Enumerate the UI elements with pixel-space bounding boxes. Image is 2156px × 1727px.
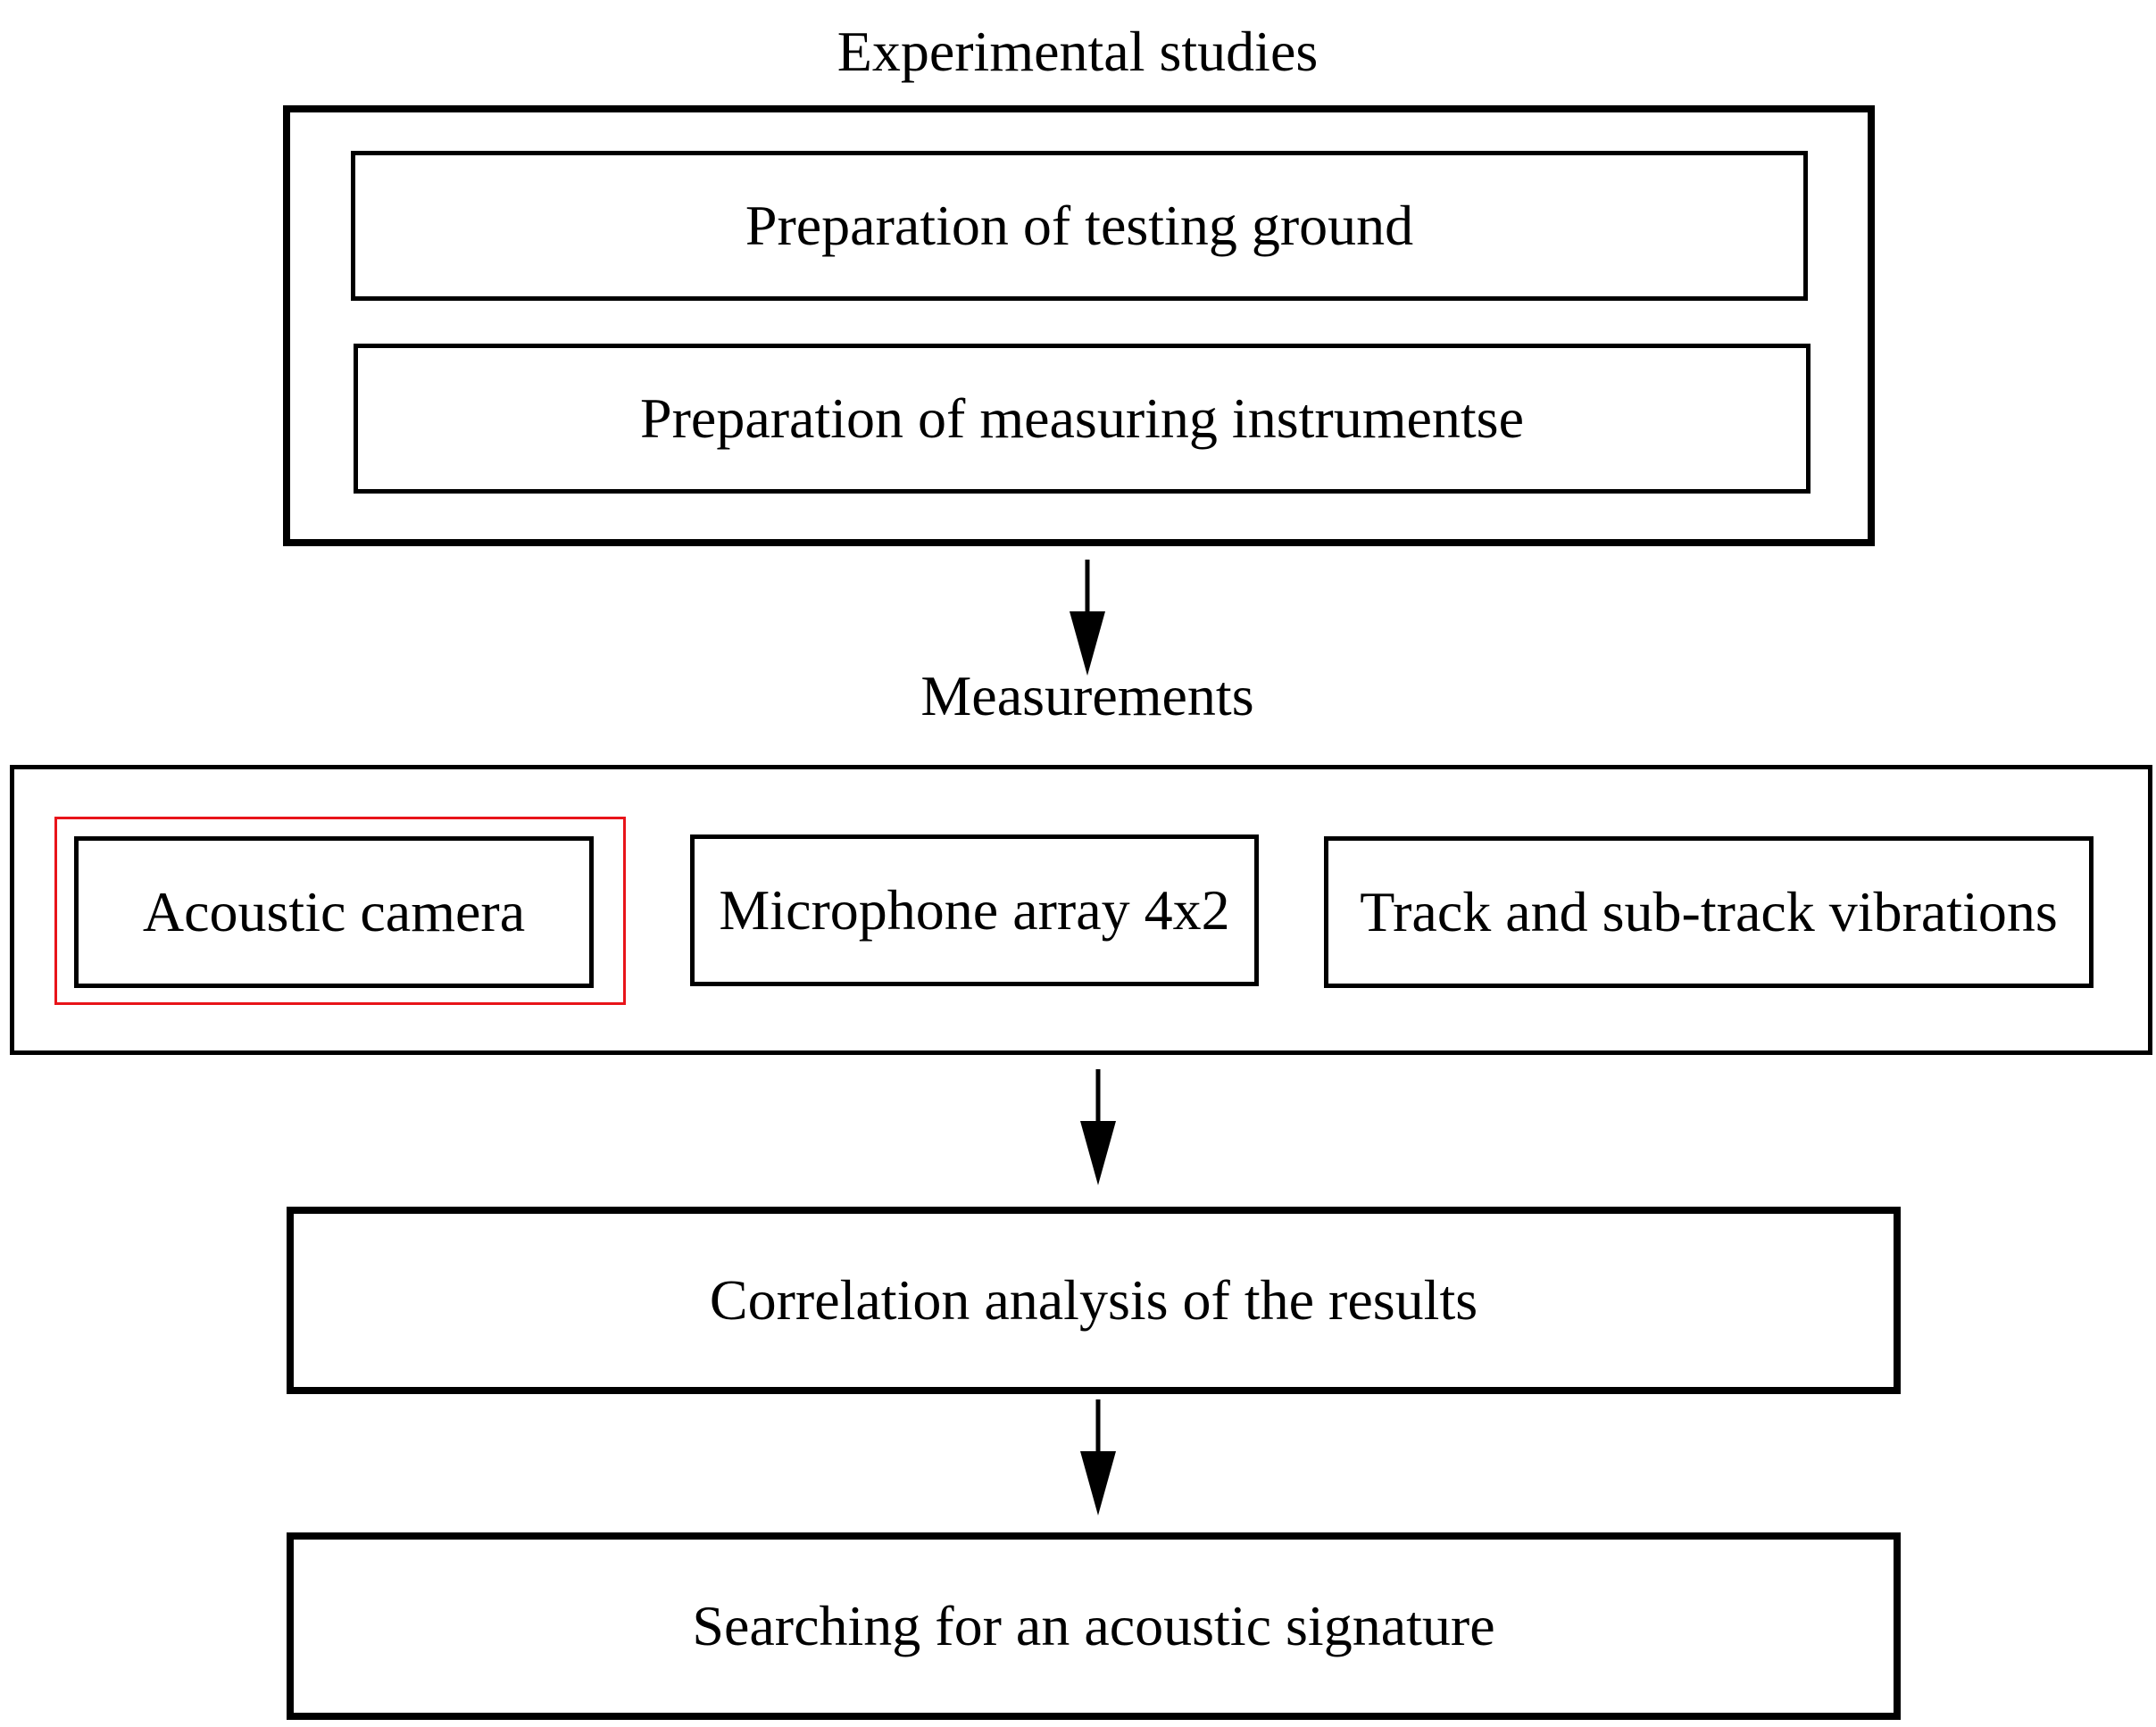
acoustic-camera-highlight xyxy=(54,817,626,1005)
testing-ground-label: Preparation of testing ground xyxy=(745,194,1414,257)
microphone-array-label: Microphone array 4x2 xyxy=(719,878,1230,942)
measuring-instruments-box: Preparation of measuring instrumentse xyxy=(354,344,1811,494)
testing-ground-box: Preparation of testing ground xyxy=(351,151,1808,301)
arrow-correlation-to-signature xyxy=(1080,1399,1116,1515)
correlation-analysis-box: Correlation analysis of the results xyxy=(287,1207,1901,1394)
track-vibrations-box: Track and sub-track vibrations xyxy=(1324,836,2094,988)
experimental-studies-title: Experimental studies xyxy=(837,20,1319,83)
measurements-title: Measurements xyxy=(920,664,1254,727)
microphone-array-box: Microphone array 4x2 xyxy=(690,834,1259,986)
acoustic-signature-box: Searching for an acoustic signature xyxy=(287,1532,1901,1720)
measuring-instruments-label: Preparation of measuring instrumentse xyxy=(640,386,1524,450)
acoustic-signature-label: Searching for an acoustic signature xyxy=(692,1594,1495,1657)
arrow-experimental-to-measurements xyxy=(1070,560,1105,676)
acoustic-camera-label: Acoustic camera xyxy=(142,880,526,943)
arrow-measurements-to-correlation xyxy=(1080,1069,1116,1185)
correlation-analysis-label: Correlation analysis of the results xyxy=(709,1268,1478,1332)
measurements-group xyxy=(10,765,2152,1055)
acoustic-camera-box: Acoustic camera xyxy=(74,836,594,988)
experimental-studies-group xyxy=(283,105,1875,546)
track-vibrations-label: Track and sub-track vibrations xyxy=(1360,880,2058,943)
